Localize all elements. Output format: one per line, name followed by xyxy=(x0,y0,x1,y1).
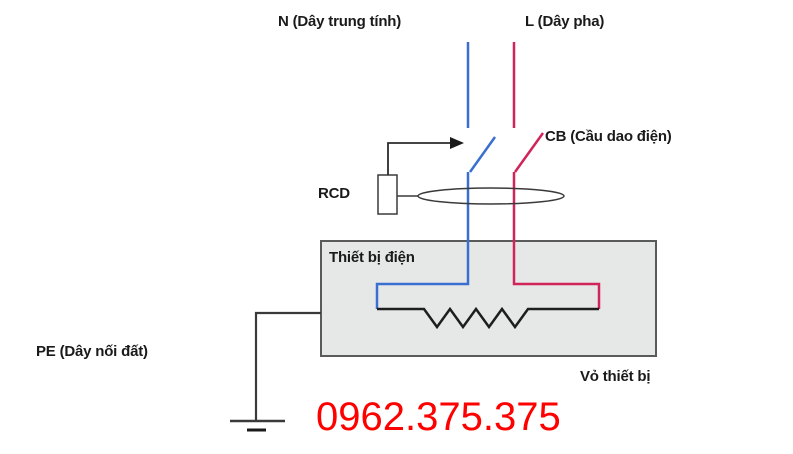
resistor-load xyxy=(377,306,599,330)
trip-signal-line xyxy=(387,142,452,175)
live-wire xyxy=(512,42,601,309)
current-sense-ring xyxy=(417,187,565,205)
label-live: L (Dây pha) xyxy=(525,13,605,30)
phone-number: 0962.375.375 xyxy=(316,395,561,439)
trip-arrow-icon xyxy=(450,137,464,149)
ground-wire xyxy=(254,311,321,420)
label-rcd: RCD xyxy=(318,185,350,202)
label-breaker: CB (Cầu dao điện) xyxy=(545,128,672,145)
label-device: Thiết bị điện xyxy=(329,249,415,266)
label-neutral: N (Dây trung tính) xyxy=(278,13,402,30)
neutral-wire xyxy=(375,42,497,309)
label-casing: Vỏ thiết bị xyxy=(580,368,651,385)
rcd-relay-box xyxy=(377,174,398,215)
label-ground: PE (Dây nối đất) xyxy=(36,343,148,360)
